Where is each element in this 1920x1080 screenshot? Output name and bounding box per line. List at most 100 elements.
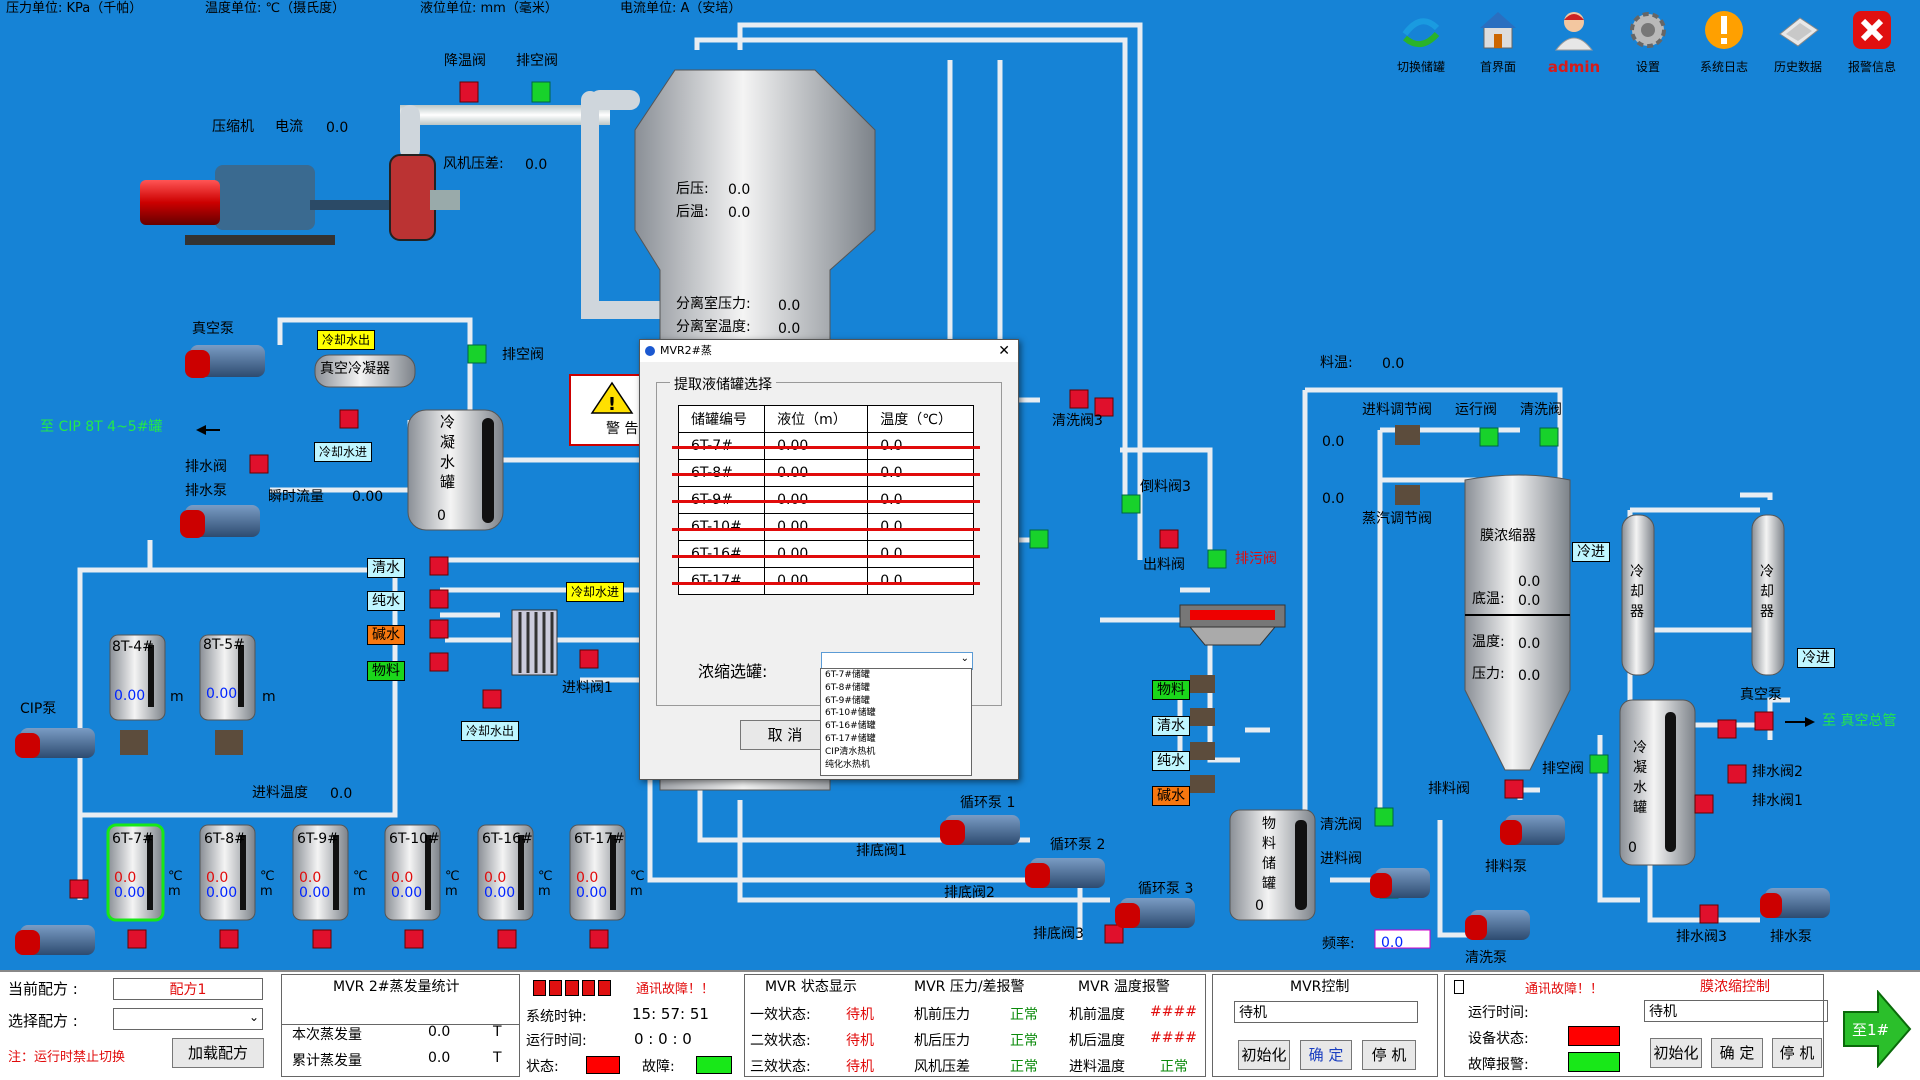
recipe-select[interactable]: ⌄ — [113, 1008, 263, 1030]
tank-8t4-unit: m — [170, 689, 184, 705]
table-cell: 0.0 — [867, 567, 974, 595]
cip-pump-label: CIP泵 — [20, 701, 57, 717]
back-pressure-label: 后压: — [676, 181, 709, 197]
comm-fault2: 通讯故障！！ — [1525, 982, 1604, 997]
condensate2-level: 0 — [1628, 840, 1637, 856]
alarm-info-button[interactable]: 报警信息 — [1836, 8, 1908, 75]
current-label: 电流 — [275, 119, 303, 135]
condensate-tank-label: 冷凝水罐 — [440, 413, 456, 491]
dropdown-option[interactable]: 纯化水热机 — [825, 759, 871, 770]
this-evap-label: 本次蒸发量 — [292, 1027, 362, 1043]
cancel-button[interactable]: 取 消 — [740, 720, 830, 750]
mvr-control-select[interactable]: 待机 — [1234, 1001, 1418, 1023]
sys-clock-value: 15: 57: 51 — [632, 1005, 709, 1023]
system-log-button[interactable]: 系统日志 — [1688, 8, 1760, 75]
tank-level-unit: m — [260, 884, 273, 899]
membrane-init-button[interactable]: 初始化 — [1650, 1038, 1702, 1068]
history-data-button[interactable]: 历史数据 — [1762, 8, 1834, 75]
back-temp-value: 0.0 — [728, 205, 751, 221]
total-evap-unit: T — [493, 1050, 502, 1066]
divider — [281, 1024, 520, 1025]
mat-alkali-tag[interactable]: 碱水 — [1152, 786, 1190, 806]
back-pressure-value: 0.0 — [728, 182, 751, 198]
mat-clean-tag[interactable]: 清水 — [1152, 716, 1190, 736]
tank-name: 6T-7# — [112, 831, 154, 847]
membrane-confirm-button[interactable]: 确 定 — [1711, 1038, 1763, 1068]
goto-1-button[interactable]: 至1# — [1842, 989, 1912, 1069]
tank-red-value: 0.0 — [576, 870, 599, 886]
cooler2-label: 冷却器 — [1760, 564, 1774, 620]
signal-bars — [533, 980, 612, 996]
load-recipe-button[interactable]: 加载配方 — [172, 1038, 264, 1068]
dialog-close-icon[interactable]: ✕ — [998, 343, 1010, 359]
mc-temp-label: 温度: — [1472, 634, 1505, 650]
feed-temp-alarm-value: 正常 — [1160, 1059, 1188, 1075]
dropdown-option[interactable]: 6T-9#储罐 — [825, 695, 870, 706]
membrane-select[interactable]: 待机 — [1644, 1000, 1828, 1022]
fault-indicator — [696, 1056, 732, 1074]
dropdown-option[interactable]: 6T-17#储罐 — [825, 733, 876, 744]
tank-blue-value: 0.00 — [299, 885, 331, 901]
runtime-label: 运行时间: — [526, 1033, 587, 1049]
strike-line — [672, 473, 980, 476]
tank-level-unit: m — [630, 884, 643, 899]
fault-alarm-label: 故障报警: — [1468, 1057, 1529, 1073]
cool-water-out2-tag: 冷却水出 — [461, 721, 520, 741]
pure-water-tag[interactable]: 纯水 — [367, 591, 405, 611]
cool-water-out-tag: 冷却水出 — [317, 330, 376, 350]
admin-button[interactable]: admin — [1538, 8, 1610, 76]
mvr-init-button[interactable]: 初始化 — [1238, 1040, 1290, 1070]
mat-material-tag[interactable]: 物料 — [1152, 680, 1190, 700]
fan-diff-value: 正常 — [1010, 1059, 1038, 1075]
mc-pressure-value: 0.0 — [1518, 668, 1541, 684]
switch-tank-button[interactable]: 切换储罐 — [1385, 8, 1457, 75]
fault-alarm-indicator — [1568, 1052, 1620, 1072]
tank-red-value: 0.0 — [114, 870, 137, 886]
tank-name: 6T-10# — [389, 831, 440, 847]
mat-pure-tag[interactable]: 纯水 — [1152, 751, 1190, 771]
runtime-value: 0 : 0 : 0 — [634, 1030, 692, 1048]
mvr-confirm-button[interactable]: 确 定 — [1300, 1040, 1352, 1070]
dropdown-option[interactable]: CIP清水热机 — [825, 746, 876, 757]
clean-water-tag[interactable]: 清水 — [367, 558, 405, 578]
chevron-down-icon: ⌄ — [960, 653, 969, 664]
effect3-value: 待机 — [846, 1059, 874, 1075]
dialog-title: MVR2#蒸 — [660, 344, 712, 357]
cooling-valve-label: 降温阀 — [444, 53, 486, 69]
drain-pump2-label: 排水泵 — [1770, 929, 1812, 945]
tank-8t4-label: 8T-4# — [112, 639, 154, 655]
sys-clock-label: 系统时钟: — [526, 1009, 587, 1025]
table-cell: 6T-17# — [677, 567, 766, 595]
tank-blue-value: 0.00 — [114, 885, 146, 901]
freq-value[interactable]: 0.0 — [1381, 935, 1404, 951]
instant-flow-label: 瞬时流量 — [268, 489, 324, 505]
this-evap-unit: T — [493, 1024, 502, 1040]
membrane-stop-button[interactable]: 停 机 — [1772, 1038, 1822, 1068]
tank-level-unit: m — [538, 884, 551, 899]
fan-pressure-value: 0.0 — [525, 157, 548, 173]
home-button[interactable]: 首界面 — [1462, 8, 1534, 75]
steam-reg-valve-label: 蒸汽调节阀 — [1362, 511, 1432, 527]
dropdown-option[interactable]: 6T-16#储罐 — [825, 721, 876, 732]
settings-button[interactable]: 设置 — [1612, 8, 1684, 75]
material-tag[interactable]: 物料 — [367, 661, 405, 681]
this-evap-value: 0.0 — [428, 1024, 451, 1040]
effect3-label: 三效状态: — [750, 1059, 811, 1075]
alarm-info-label: 报警信息 — [1847, 60, 1896, 74]
select-recipe-label: 选择配方 : — [8, 1012, 78, 1030]
membrane-title: 膜浓缩控制 — [1700, 979, 1770, 995]
fault-label: 故障: — [642, 1059, 675, 1075]
dropdown-option[interactable]: 6T-10#储罐 — [825, 708, 876, 719]
tank-red-value: 0.0 — [484, 870, 507, 886]
alkali-tag[interactable]: 碱水 — [367, 625, 405, 645]
level-unit: 液位单位: mm（毫米） — [420, 1, 558, 16]
fan-diff-label: 风机压差 — [914, 1059, 970, 1075]
mvr-stop-button[interactable]: 停 机 — [1362, 1040, 1416, 1070]
dropdown-option[interactable]: 6T-7#储罐 — [825, 670, 870, 680]
dropdown-option[interactable]: 6T-8#储罐 — [825, 682, 870, 693]
comm-fault: 通讯故障！！ — [636, 982, 715, 997]
